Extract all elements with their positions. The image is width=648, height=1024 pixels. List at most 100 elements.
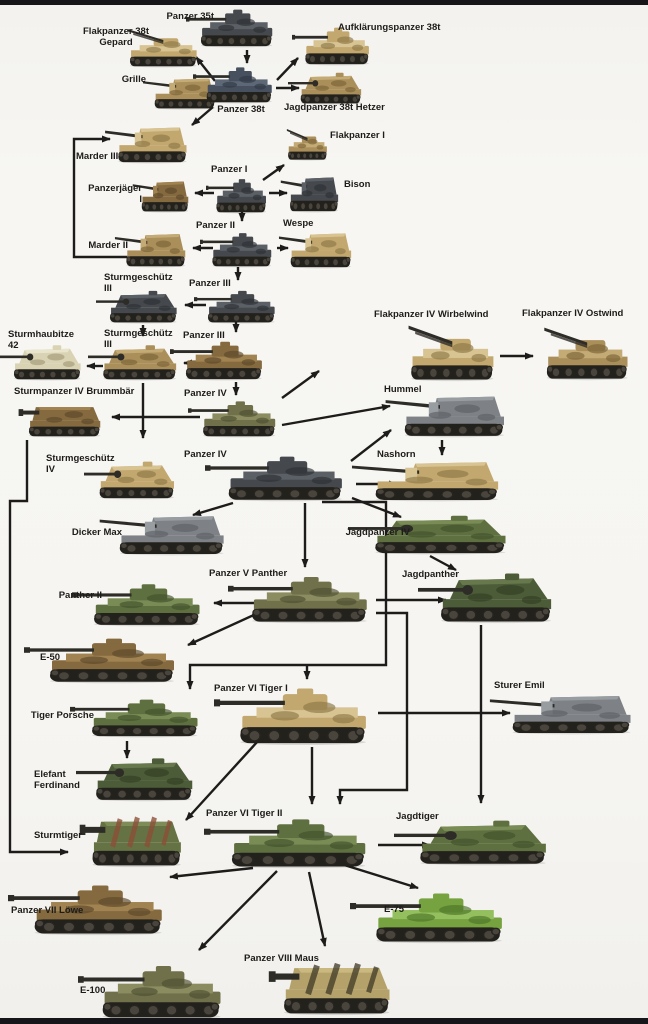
node-e-100 [78,958,230,1020]
connector-panzer-38t-to-aufklaerungspanzer-38t [276,57,299,81]
panzerjaeger-i-tank-icon [132,181,189,213]
panzer-iii-1-tank-icon [194,290,275,324]
panzer-v-panther-tank-icon [228,576,367,624]
jagdtiger-tank-icon [394,820,546,866]
connector-marder-ii-to-marder-iii [72,135,128,259]
aufklaerungspanzer-38t-tank-icon [292,27,369,66]
flakpanzer-38t-gepard-tank-icon [127,29,197,68]
panzer-viii-maus-tank-icon [268,962,390,1016]
jagdpanzer-38t-hetzer-tank-icon [288,72,362,105]
node-panzer-iv-1 [188,396,281,438]
sturmgeschuetz-iii-1-tank-icon [96,290,177,324]
node-panzer-38t [193,62,277,104]
connector-panzer-i-to-flakpanzer-i [262,164,285,181]
node-flakpanzer-iv-wirbelwind [394,324,500,382]
jagdpanzer-iv-tank-icon [348,515,506,555]
connector-panzer-iv-1-to-flakpanzer-iv-wirbelwind [281,370,320,399]
node-marder-ii [114,227,190,268]
node-panzer-viii-maus [262,954,398,1016]
sturmgeschuetz-iv-tank-icon [84,461,174,500]
connector-panzer-iv-2-to-dicker-max [192,501,234,517]
panzer-iv-2-tank-icon [205,456,342,502]
connector-panzer-vi-tiger-ii-to-e-75 [340,862,419,890]
photo-edge-bottom [0,1018,648,1024]
sturmpanzer-iv-brummbaer-tank-icon [18,407,101,438]
node-sturmpanzer-iv-brummbaer [14,398,106,438]
sturmgeschuetz-iii-2-tank-icon [88,345,177,381]
connector-panzer-v-panther-to-panzer-vi-tiger-ii [336,611,409,805]
marder-ii-tank-icon [114,234,186,268]
node-tiger-porsche [70,694,206,738]
sturmhaubitze-42-tank-icon [0,345,81,381]
connector-panzer-vi-tiger-ii-to-panzer-vii-loewe [169,866,254,880]
connector-panzer-vi-tiger-ii-to-panzer-viii-maus [307,871,327,947]
node-flakpanzer-i [280,128,330,161]
flakpanzer-iv-wirbelwind-tank-icon [408,325,494,382]
node-sturer-emil [488,688,640,735]
node-dicker-max [98,508,232,556]
node-flakpanzer-38t-gepard [116,28,202,68]
e-50-tank-icon [24,638,174,684]
connector-jagdpanzer-iv-to-jagdpanther [429,554,457,572]
panther-ii-tank-icon [72,584,200,627]
tiger-porsche-tank-icon [70,699,198,738]
node-sturmgeschuetz-iv [84,456,180,500]
sturmtiger-tank-icon [79,816,181,868]
connector-panzer-v-panther-to-e-50 [187,612,257,647]
node-aufklaerungspanzer-38t [292,22,374,66]
connector-panzer-iv-2-to-tiger-porsche [186,500,388,690]
panzer-ii-tank-icon [200,233,272,268]
node-panther-ii [72,578,208,627]
node-flakpanzer-iv-ostwind [530,326,634,381]
node-e-75 [350,886,512,944]
connector-panzer-vi-tiger-i-to-sturmtiger [185,740,259,821]
node-elefant-ferdinand [76,752,200,802]
node-marder-iii [104,120,192,164]
node-jagdpanzer-iv [348,510,516,555]
panzer-vi-tiger-i-tank-icon [214,688,366,746]
node-panzer-iii-2 [170,336,268,381]
panzer-i-tank-icon [206,179,266,214]
panzer-iv-1-tank-icon [188,401,276,438]
node-hummel [384,388,512,438]
connector-panzer-iv-1-to-hummel [281,403,391,427]
panzer-vii-loewe-tank-icon [8,885,162,936]
connector-panzer-iv-2-to-hummel [350,429,392,462]
photo-edge-top [0,0,648,5]
panzer-38t-tank-icon [193,67,272,104]
nashorn-tank-icon [351,462,499,502]
panzer-vi-tiger-ii-tank-icon [204,819,366,869]
node-sturmhaubitze-42 [0,340,86,381]
sturer-emil-tank-icon [489,696,631,735]
flakpanzer-iv-ostwind-tank-icon [544,327,628,381]
marder-iii-tank-icon [105,127,187,164]
node-panzer-vi-tiger-ii [204,812,376,869]
node-panzer-v-panther [228,570,376,624]
node-jagdpanther [418,566,560,624]
node-wespe [278,226,356,269]
connector-panzer-vi-tiger-ii-to-e-100 [198,870,278,951]
node-panzer-ii [200,228,276,268]
connector-panzer-38t-to-marder-iii [191,106,214,126]
node-panzer-vi-tiger-i [214,680,376,746]
panzer-iii-2-tank-icon [170,341,262,381]
bison-tank-icon [280,177,339,213]
dicker-max-tank-icon [99,516,224,556]
node-panzer-vii-loewe [8,878,172,936]
node-e-50 [24,632,184,684]
hummel-tank-icon [385,396,504,438]
node-panzerjaeger-i [132,175,192,213]
elefant-ferdinand-tank-icon [76,758,193,802]
node-sturmtiger [74,808,188,868]
node-jagdpanzer-38t-hetzer [288,68,366,105]
node-sturmgeschuetz-iii-2 [88,340,182,381]
jagdpanther-tank-icon [418,573,552,624]
node-panzer-iii-1 [194,286,280,324]
node-sturmgeschuetz-iii-1 [96,286,182,324]
flakpanzer-i-tank-icon [286,128,327,161]
connector-sturmpanzer-iv-brummbaer-to-sturmtiger [8,440,69,856]
node-nashorn [350,454,508,502]
node-jagdtiger [394,814,556,866]
